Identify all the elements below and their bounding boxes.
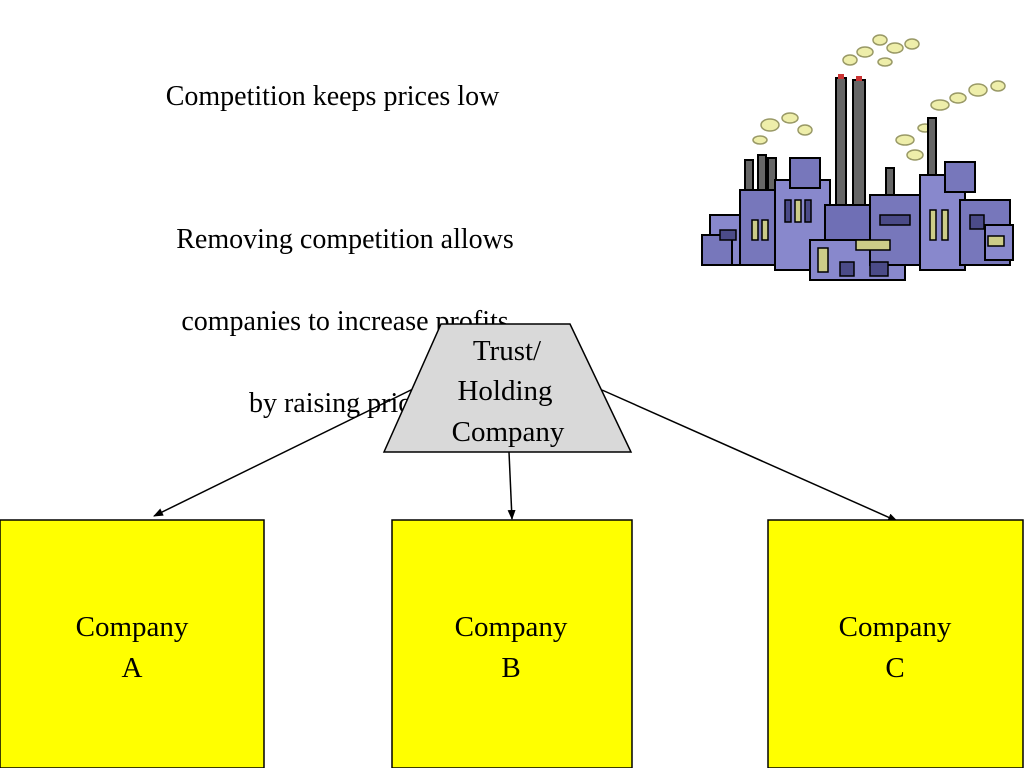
- connectors: [153, 387, 898, 522]
- factory-windows-icon: [719, 199, 1005, 277]
- arrow-to-company-a: [153, 387, 416, 517]
- company-a-label-line-1: Company: [76, 611, 189, 643]
- company-c-node: Company C: [767, 519, 1024, 768]
- company-b-label-line-2: B: [501, 652, 520, 684]
- arrow-to-company-c: [601, 389, 898, 522]
- trust-label-line-1: Trust/: [473, 335, 542, 367]
- company-b-node: Company B: [391, 519, 633, 768]
- smoke-icon: [752, 34, 1006, 161]
- explanation-line-2: companies to increase profits: [181, 306, 509, 337]
- factory-buildings-icon: [701, 157, 1014, 281]
- company-a-label-line-2: A: [122, 652, 143, 684]
- factory-icon: [701, 34, 1014, 281]
- arrow-to-company-b: [507, 451, 516, 520]
- trust-label-line-2: Holding: [457, 375, 552, 407]
- explanation-line-1: Removing competition allows: [176, 224, 514, 255]
- company-b-label-line-1: Company: [455, 611, 568, 643]
- trust-node: Trust/ Holding Company: [382, 323, 633, 453]
- company-a-box: [0, 519, 265, 768]
- company-a-node: Company A: [0, 519, 265, 768]
- company-b-box: [391, 519, 633, 768]
- headline-text: Competition keeps prices low: [165, 81, 500, 112]
- trust-label-line-3: Company: [452, 416, 565, 448]
- trust-shape: [382, 323, 633, 453]
- company-c-label-line-1: Company: [839, 611, 952, 643]
- company-c-box: [767, 519, 1024, 768]
- company-c-label-line-2: C: [885, 652, 904, 684]
